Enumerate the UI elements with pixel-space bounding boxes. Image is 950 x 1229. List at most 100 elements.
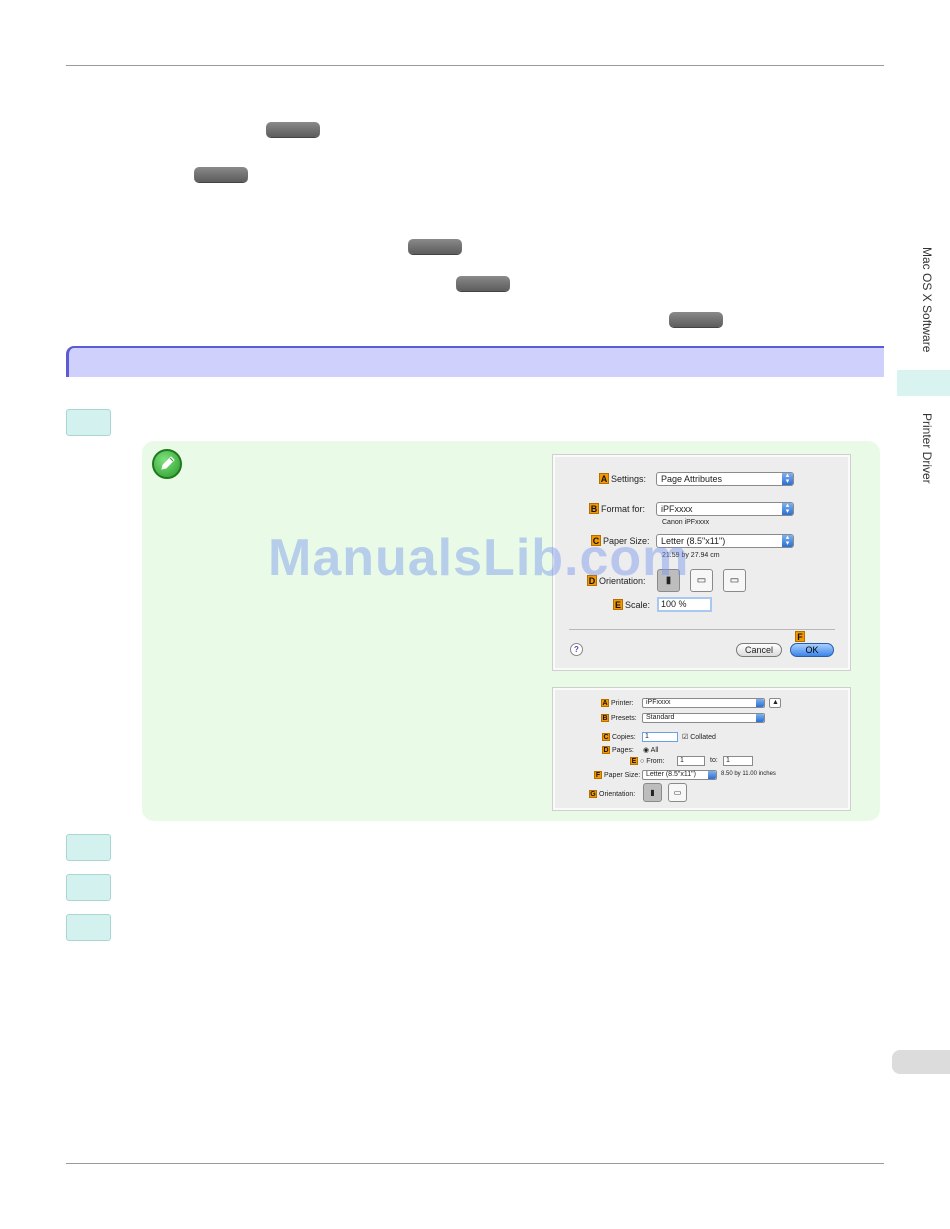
paper-size-label: Paper Size: <box>603 536 650 546</box>
pages-from-label: From: <box>646 758 665 765</box>
scale-input[interactable]: 100 % <box>657 597 712 612</box>
reference-link-1[interactable] <box>266 122 320 137</box>
pages-all-row[interactable]: ◉ All <box>643 746 658 754</box>
label-badge-c: C <box>602 733 610 741</box>
printer-popup[interactable]: iPFxxxx <box>642 698 765 708</box>
label-badge-d: D <box>602 746 610 754</box>
step-box-1 <box>66 409 111 436</box>
orientation-landscape-right-button[interactable]: ▭ <box>723 569 746 592</box>
footer-rule <box>66 1163 884 1164</box>
label-badge-b: B <box>601 714 609 722</box>
popup-arrows-icon: ▴▾ <box>782 534 793 547</box>
section-heading-bar <box>66 346 884 377</box>
paper-size-popup[interactable]: Letter (8.5"x11") ▴▾ <box>656 534 794 548</box>
landscape-right-icon: ▭ <box>729 575 740 586</box>
popup-arrows-icon: ▴▾ <box>782 472 793 485</box>
to-input[interactable]: 1 <box>723 756 753 766</box>
step-box-3 <box>66 874 111 901</box>
scale-label: Scale: <box>625 600 651 610</box>
label-badge-a: A <box>601 699 609 707</box>
watermark: ManualsLib.com <box>268 529 690 587</box>
format-value: iPFxxxx <box>661 504 693 514</box>
step-box-4 <box>66 914 111 941</box>
header-rule <box>66 65 884 66</box>
paper-size-sub: 8.50 by 11.00 inches <box>721 771 776 777</box>
label-badge-d: D <box>587 575 597 586</box>
format-sub: Canon iPFxxxx <box>662 519 710 526</box>
from-input[interactable]: 1 <box>677 756 705 766</box>
landscape-left-icon: ▭ <box>696 575 707 586</box>
label-badge-a: A <box>599 473 609 484</box>
collated-checkbox-icon[interactable]: ☑ <box>682 734 689 741</box>
reference-link-3[interactable] <box>408 239 462 254</box>
portrait-icon: ▮ <box>665 575 672 586</box>
copies-input[interactable]: 1 <box>642 732 678 742</box>
side-tab-mac-os-x-software[interactable]: Mac OS X Software <box>920 247 934 353</box>
popup-arrows-icon <box>756 699 764 707</box>
landscape-icon: ▭ <box>673 788 682 797</box>
orientation-label: Orientation: <box>599 791 636 798</box>
label-badge-f: F <box>594 771 602 779</box>
reference-link-5[interactable] <box>669 312 723 327</box>
label-badge-e: E <box>630 757 638 765</box>
format-label: Format for: <box>601 504 646 514</box>
label-badge-g: G <box>589 790 597 798</box>
reference-link-2[interactable] <box>194 167 248 182</box>
side-tab-printer-driver[interactable]: Printer Driver <box>920 412 934 484</box>
presets-popup[interactable]: Standard <box>642 713 765 723</box>
settings-label: Settings: <box>611 474 647 484</box>
step-box-2 <box>66 834 111 861</box>
page-number-tab <box>892 1050 950 1074</box>
portrait-icon: ▮ <box>650 788 655 797</box>
orientation-landscape-button[interactable]: ▭ <box>668 783 687 802</box>
pages-label: Pages: <box>612 747 634 754</box>
settings-popup[interactable]: Page Attributes ▴▾ <box>656 472 794 486</box>
collated-row[interactable]: ☑ Collated <box>682 733 716 741</box>
note-pencil-icon <box>152 449 182 479</box>
to-label: to: <box>710 757 718 764</box>
label-badge-b: B <box>589 503 599 514</box>
paper-size-label: Paper Size: <box>604 772 641 779</box>
paper-size-sub: 21.59 by 27.94 cm <box>662 552 720 559</box>
expand-dialog-button[interactable]: ▲ <box>769 698 781 708</box>
orientation-label: Orientation: <box>599 576 646 586</box>
label-badge-f: F <box>795 631 805 642</box>
paper-size-popup[interactable]: Letter (8.5"x11") <box>642 770 717 780</box>
label-badge-e: E <box>613 599 623 610</box>
presets-value: Standard <box>646 714 675 721</box>
settings-value: Page Attributes <box>661 474 723 484</box>
ok-button[interactable]: OK <box>790 643 834 657</box>
format-popup[interactable]: iPFxxxx ▴▾ <box>656 502 794 516</box>
orientation-portrait-button[interactable]: ▮ <box>657 569 680 592</box>
dialog-separator <box>569 629 835 630</box>
printer-value: iPFxxxx <box>646 699 671 706</box>
orientation-portrait-button[interactable]: ▮ <box>643 783 662 802</box>
popup-arrows-icon: ▴▾ <box>782 502 793 515</box>
radio-unselected-icon[interactable]: ○ <box>640 758 645 765</box>
ok-label-badge-row: F <box>795 631 807 642</box>
printer-label: Printer: <box>611 700 634 707</box>
copies-label: Copies: <box>612 734 636 741</box>
pages-all-label: All <box>650 747 659 754</box>
cancel-button[interactable]: Cancel <box>736 643 782 657</box>
reference-link-4[interactable] <box>456 276 510 291</box>
popup-arrows-icon <box>756 714 764 722</box>
orientation-landscape-left-button[interactable]: ▭ <box>690 569 713 592</box>
help-icon[interactable]: ? <box>570 643 583 656</box>
presets-label: Presets: <box>611 715 637 722</box>
side-tab-marker <box>897 370 950 396</box>
pages-from-row[interactable]: E○ From: <box>630 757 664 765</box>
radio-selected-icon[interactable]: ◉ <box>643 747 650 754</box>
